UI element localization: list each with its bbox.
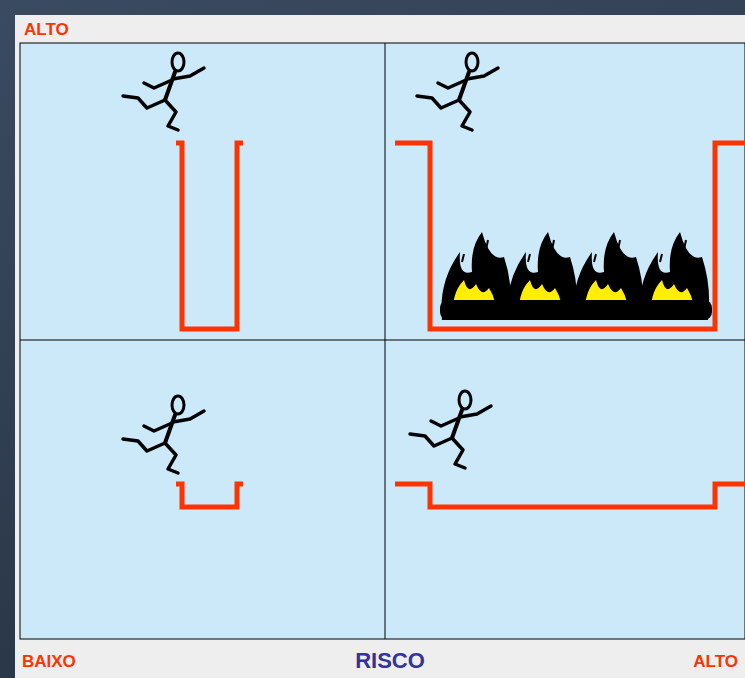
axis-label: BAIXO (22, 652, 76, 672)
axis-label: RISCO (355, 648, 425, 674)
fire (440, 232, 712, 320)
trenches (176, 143, 745, 507)
axis-label: ALTO (693, 652, 738, 672)
matrix-ground (20, 43, 745, 639)
axis-label: ALTO (24, 20, 69, 40)
runners (123, 53, 498, 473)
divider (385, 43, 386, 639)
panel (15, 15, 745, 678)
divider (20, 340, 745, 341)
